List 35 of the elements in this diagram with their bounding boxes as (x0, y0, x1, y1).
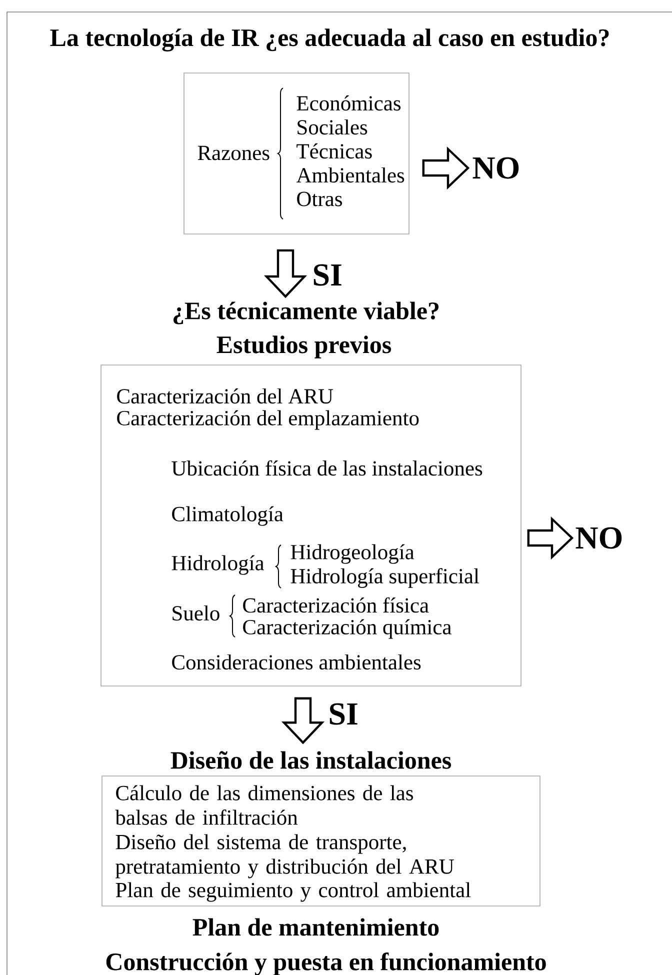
category-label: Razones (198, 146, 270, 160)
list-item: Caracterización física (243, 597, 429, 613)
edge-label: SI (330, 703, 358, 725)
list-item: Caracterización del ARU (117, 388, 334, 404)
list-item: Plan de seguimiento y control ambiental (116, 882, 471, 902)
edge-label: SI (314, 264, 342, 286)
list-item: Diseño del sistema de transporte, pretratamiento y distribución del ARU (116, 834, 454, 878)
answer-label: NO (472, 157, 519, 179)
studies-box (100, 336, 522, 686)
design-box (102, 751, 540, 906)
list-item: Ubicación física de las instalaciones (172, 460, 482, 476)
title: La tecnología de IR ¿es adecuada al caso en estudio? (50, 28, 609, 52)
list-item: Técnicas (296, 143, 372, 159)
question-heading: ¿Es técnicamente viable? (174, 302, 439, 324)
reasons-box (184, 72, 410, 234)
answer-label: NO (576, 527, 622, 549)
list-item: Consideraciones ambientales (172, 654, 421, 670)
block-arrow (264, 249, 308, 298)
category-label: Suelo (172, 605, 220, 621)
list-item: Caracterización química (243, 619, 452, 639)
list-item: Climatología (172, 506, 284, 526)
block-arrow (422, 146, 470, 190)
list-item: Cálculo de las dimensiones de las balsas de infiltración (115, 785, 413, 825)
list-item: Sociales (298, 119, 368, 135)
list-item: Ambientales (296, 167, 404, 183)
list-item: Hidrología superficial (290, 568, 480, 588)
category-label: Hidrología (172, 555, 264, 575)
list-item: Económicas (296, 95, 401, 111)
list-item: Otras (297, 192, 342, 206)
block-arrow (527, 516, 574, 560)
box-heading: Diseño de las instalaciones (170, 751, 452, 769)
list-item: Hidrogeología (290, 544, 414, 564)
list-item: Caracterización del emplazamiento (117, 410, 419, 430)
box-heading: Estudios previos (216, 336, 392, 358)
block-arrow (281, 697, 325, 744)
